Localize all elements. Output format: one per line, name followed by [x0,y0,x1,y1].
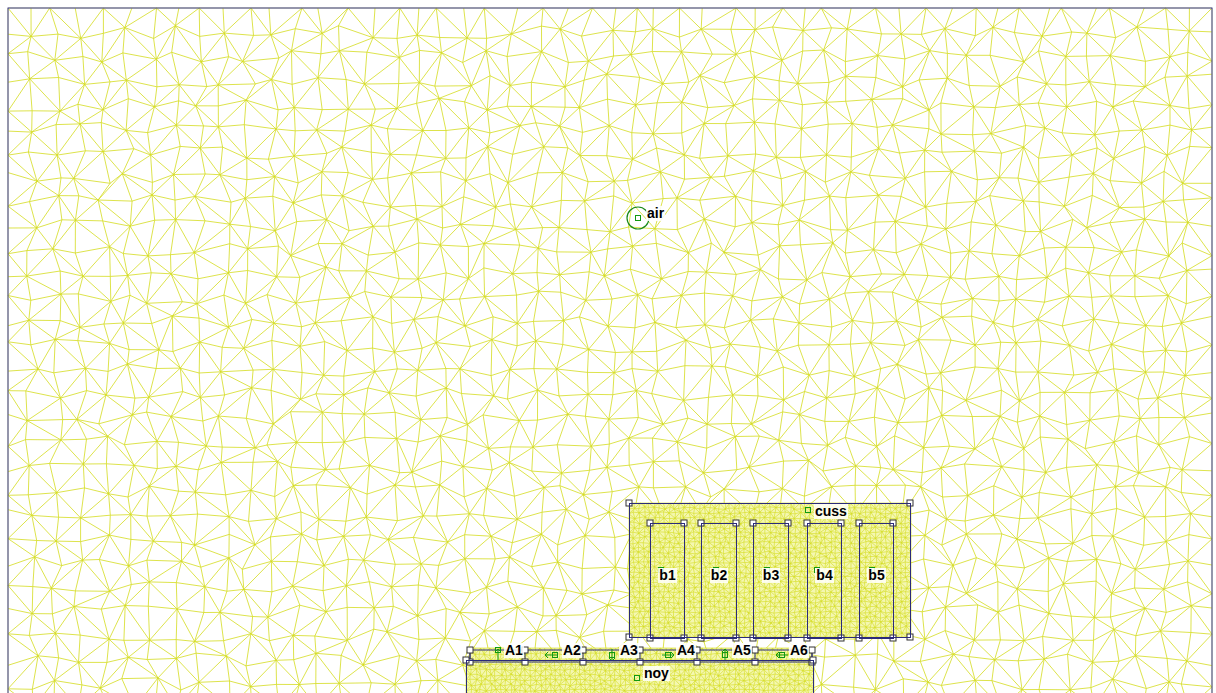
block-label-marker [666,653,671,658]
region-label: b5 [867,568,885,583]
magnet-label: A2 [562,643,582,658]
block-label-marker [723,653,728,658]
corner-point [907,634,913,640]
region-label: b1 [658,568,676,583]
corner-point [838,635,844,641]
corner-point [785,635,791,641]
block-label-marker [780,653,785,658]
block-label-marker [635,676,640,681]
coarse-mesh [8,8,1212,693]
region-label: air [646,206,665,221]
coil-box: b5 [859,523,894,639]
region-label: b2 [710,568,728,583]
block-label-marker [496,648,501,653]
coil-box: b2 [701,523,737,639]
region-label: noy [643,666,670,681]
region-label: b3 [762,568,780,583]
magnet-label: A6 [789,643,809,658]
corner-point [733,635,739,641]
fine-mesh-ground [466,660,814,693]
corner-point [681,635,687,641]
magnetisation-arrow [545,652,557,658]
corner-point [809,647,815,653]
coil-box: b1 [650,523,685,639]
region-box: cuss b1 b2 b3 b4 b5 [629,503,911,638]
block-label-marker [636,216,641,221]
coil-box: b3 [753,523,789,639]
magnet-label: A3 [619,643,639,658]
coil-box: b4 [807,523,842,639]
magnetisation-arrow [662,652,674,658]
block-label-marker [610,653,615,658]
magnet-label: A5 [732,643,752,658]
block-label-marker [553,653,558,658]
magnetisation-arrow [776,652,788,658]
region-box: noy [466,660,814,693]
block-label-marker [806,508,811,513]
region-label: b4 [815,568,833,583]
domain-border [8,8,1212,693]
region-label: cuss [814,504,848,519]
corner-point [467,647,473,653]
corner-point [752,647,758,653]
magnet-label: A4 [676,643,696,658]
corner-point [890,635,896,641]
magnet-label: A1 [504,643,524,658]
fine-mesh [466,660,814,693]
